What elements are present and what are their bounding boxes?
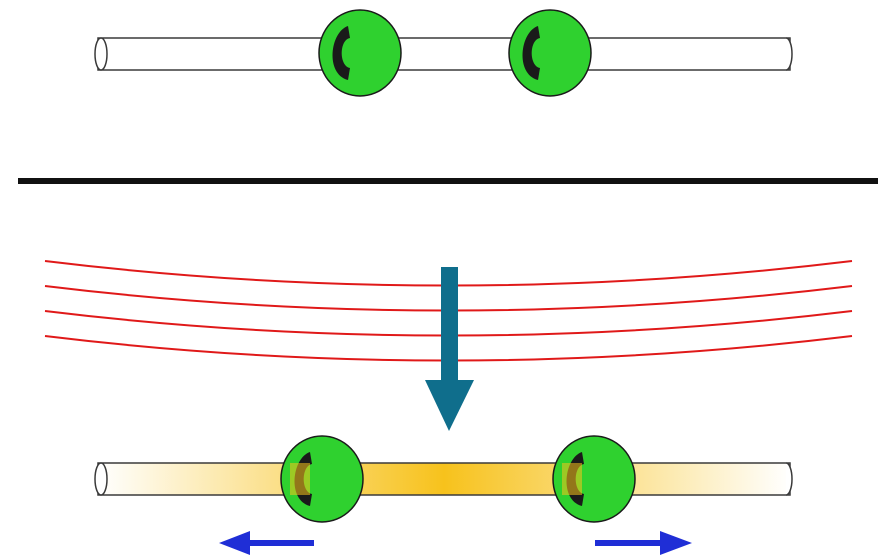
top-bead-left: green-bead-icon	[318, 9, 402, 97]
bottom-rod	[94, 462, 793, 496]
bottom-bead-right: green-bead-icon	[552, 435, 636, 523]
bottom-bead-left: green-bead-icon	[280, 435, 364, 523]
right-arrow-icon	[595, 531, 692, 555]
left-arrow-icon	[219, 531, 314, 555]
top-bead-right: green-bead-icon	[508, 9, 592, 97]
top-rod	[94, 37, 793, 71]
bottom-panel: green-bead-icon green-bead-icon	[44, 260, 853, 555]
down-arrow-icon	[425, 267, 474, 431]
top-panel: green-bead-icon green-bead-icon	[94, 9, 793, 97]
